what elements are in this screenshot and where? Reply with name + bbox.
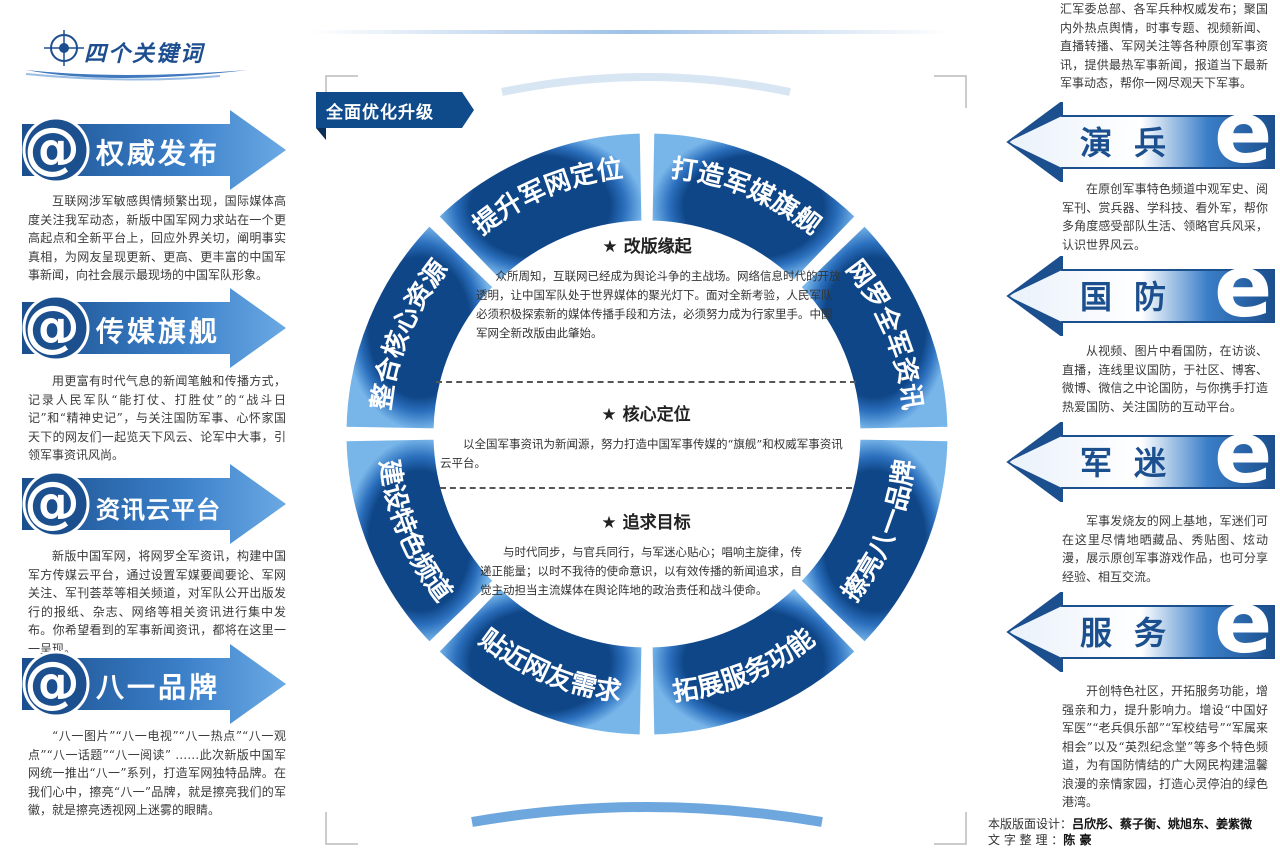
left-label-2: 传媒旗舰: [96, 315, 221, 348]
center-frame: [322, 72, 970, 848]
ring-segment: [435, 584, 645, 738]
left-arrow-4: @ 八一品牌: [18, 644, 290, 724]
credit-text-label: 文 字 整 理 ：: [988, 833, 1064, 847]
right-text-4: 开创特色社区，开拓服务功能，增强亲和力，提升影响力。增设“中国好军医”“老兵俱乐…: [1062, 684, 1268, 809]
section-title-goal: ★ 追求目标: [601, 513, 691, 533]
header-rule: [310, 30, 950, 34]
at-icon: @: [24, 650, 80, 715]
divider: [440, 487, 852, 489]
at-icon: @: [24, 116, 80, 181]
ring-segment: [797, 222, 951, 432]
ring-segment: [649, 584, 859, 738]
right-arrow-1: 演兵 e: [1006, 90, 1278, 182]
right-top-text: 汇军委总部、各军兵种权威发布；聚国内外热点舆情，时事专题、视频新闻、直播转播、军…: [1060, 2, 1268, 90]
left-text-3: 新版中国军网，将网罗全军资讯，构建中国军方传媒云平台，通过设置军媒要闻要论、军网…: [28, 549, 286, 656]
left-text-1: 互联网涉军敏感舆情频繁出现，国际媒体高度关注我军动态，新版中国军网力求站在一个更…: [28, 194, 286, 282]
e-icon: e: [1214, 83, 1273, 183]
left-label-3: 资讯云平台: [96, 496, 221, 524]
right-arrow-3: 军迷 e: [1006, 410, 1278, 502]
left-text-4: “八一图片”“八一电视”“八一热点”“八一观点”“八一话题”“八一阅读” ……此…: [28, 729, 286, 817]
page-title: 四个关键词: [84, 42, 205, 67]
keyword-ring: 提升军网定位打造军媒旗舰网罗全军资讯擦亮八一品牌拓展服务功能贴近网友需求建设特色…: [343, 130, 951, 738]
right-label-4: 服务: [1080, 614, 1189, 652]
left-arrow-1: @ 权威发布: [18, 110, 290, 190]
right-text-1: 在原创军事特色频道中观军史、阅军刊、赏兵器、学科技、看外军，帮你多角度感受部队生…: [1062, 182, 1268, 252]
center-tag: 全面优化升级: [316, 92, 474, 140]
section-text-origin: 众所周知，互联网已经成为舆论斗争的主战场。网络信息时代的开放透明，让中国军队处于…: [476, 269, 841, 340]
left-text-2: 用更富有时代气息的新闻笔触和传播方式，记录人民军队“能打仗、打胜仗”的“战斗日记…: [28, 374, 286, 462]
e-icon: e: [1214, 573, 1273, 673]
e-icon: e: [1214, 237, 1273, 337]
ring-segment: [797, 436, 951, 646]
ring-segment: [435, 130, 645, 284]
right-arrow-2: 国防 e: [1006, 244, 1278, 336]
right-arrow-4: 服务 e: [1006, 580, 1278, 672]
center-content: ★ 改版缘起 众所周知，互联网已经成为舆论斗争的主战场。网络信息时代的开放透明，…: [442, 232, 852, 343]
center-content-2: ★ 核心定位 以全国军事资讯为新闻源，努力打造中国军事传媒的“旗舰”和权威军事资…: [432, 400, 860, 473]
left-arrow-3: @ 资讯云平台: [18, 464, 290, 544]
header-emblem: [20, 30, 250, 86]
center-tag-label: 全面优化升级: [326, 103, 434, 123]
left-label-4: 八一品牌: [96, 671, 221, 704]
right-label-1: 演兵: [1080, 124, 1189, 162]
right-text-3: 军事发烧友的网上基地，军迷们可在这里尽情地晒藏品、秀贴图、炫动漫，展示原创军事游…: [1062, 514, 1268, 584]
divider: [436, 381, 856, 383]
right-label-3: 军迷: [1080, 444, 1189, 482]
ring-center: [441, 228, 853, 640]
section-title-origin: ★ 改版缘起: [602, 237, 692, 257]
right-text-2: 从视频、图片中看国防，在访谈、直播，连线里议国防，于社区、博客、微博、微信之中论…: [1062, 344, 1268, 414]
ring-segment: [649, 130, 859, 284]
center-content-3: ★ 追求目标 与时代同步，与官兵同行，与军迷心贴心；唱响主旋律，传递正能量；以时…: [480, 508, 812, 600]
credit-design-names: 吕欣彤、蔡子衡、姚旭东、姜紫微: [1072, 817, 1253, 831]
left-label-1: 权威发布: [96, 137, 221, 170]
section-title-position: ★ 核心定位: [601, 405, 691, 425]
ring-segment: [343, 222, 497, 432]
credit-design-label: 本版版面设计：: [988, 817, 1073, 831]
e-icon: e: [1214, 403, 1273, 503]
section-text-position: 以全国军事资讯为新闻源，努力打造中国军事传媒的“旗舰”和权威军事资讯云平台。: [440, 437, 843, 470]
section-text-goal: 与时代同步，与官兵同行，与军迷心贴心；唱响主旋律，传递正能量；以时不我待的使命意…: [480, 545, 802, 597]
left-arrow-2: @ 传媒旗舰: [18, 288, 290, 368]
credits: 本版版面设计：吕欣彤、蔡子衡、姚旭东、姜紫微 文 字 整 理 ：陈 豪: [988, 816, 1252, 848]
at-icon: @: [24, 294, 80, 359]
ring-segment: [343, 436, 497, 646]
right-label-2: 国防: [1080, 278, 1189, 316]
credit-text-names: 陈 豪: [1063, 833, 1092, 847]
at-icon: @: [24, 470, 80, 535]
globe-icon: [44, 30, 84, 66]
